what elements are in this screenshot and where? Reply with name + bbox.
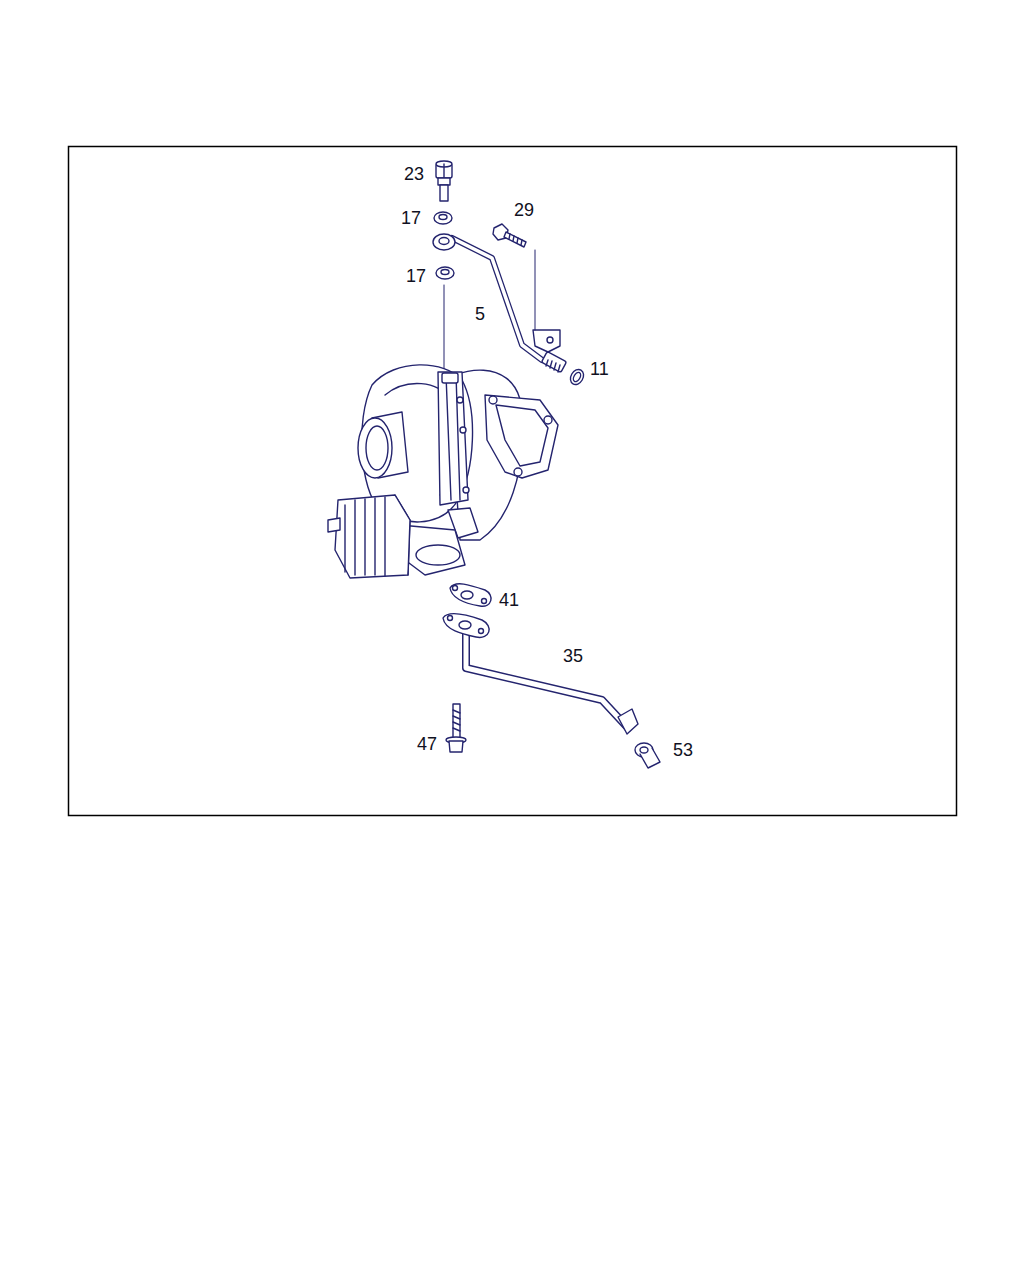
sealing-washer <box>436 267 454 279</box>
gasket <box>450 584 491 606</box>
banjo-bolt <box>436 161 452 201</box>
callout-number: 29 <box>513 200 535 220</box>
leader-line <box>444 285 445 372</box>
callout-number: 5 <box>474 304 486 324</box>
oil-return-pipe <box>443 614 638 734</box>
callout-number: 11 <box>589 359 610 379</box>
o-ring <box>568 367 586 387</box>
bolt <box>493 224 526 247</box>
callout-number: 35 <box>562 646 584 666</box>
leader-line <box>535 250 536 330</box>
callout-number: 23 <box>403 164 425 184</box>
oil-feed-pipe <box>433 234 567 372</box>
rubber-grommet <box>635 743 660 768</box>
callout-number: 47 <box>416 734 438 754</box>
callout-number: 17 <box>405 266 427 286</box>
bolt <box>446 704 466 752</box>
callout-number: 17 <box>400 208 422 228</box>
sealing-washer <box>434 212 452 224</box>
callout-number: 41 <box>498 590 520 610</box>
callout-number: 53 <box>672 740 694 760</box>
turbocharger <box>328 365 558 578</box>
frame <box>69 147 957 816</box>
